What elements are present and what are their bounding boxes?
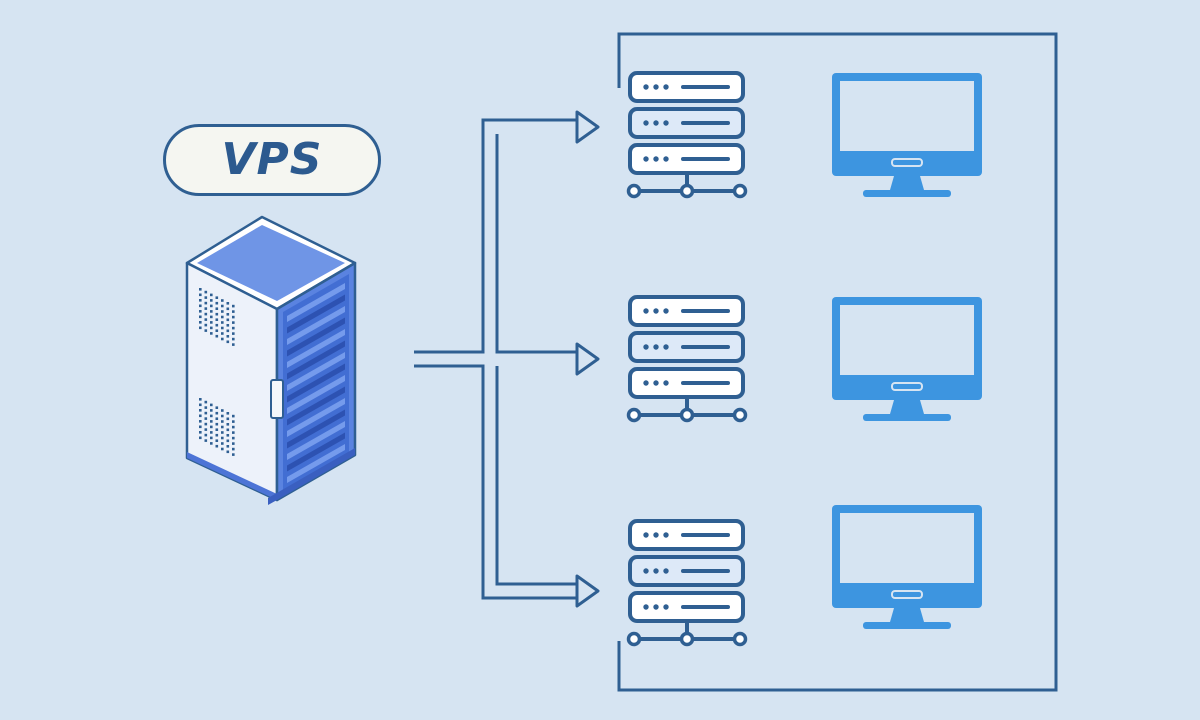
distribution-arrows — [414, 110, 600, 608]
monitor-icon — [832, 505, 982, 629]
server-stack-icon — [626, 295, 748, 423]
vps-rack-icon — [185, 215, 357, 505]
server-stack-icon — [626, 519, 748, 647]
vps-label-badge: VPS — [163, 124, 381, 196]
monitor-icon — [832, 297, 982, 421]
vps-label: VPS — [221, 134, 323, 185]
monitor-icon — [832, 73, 982, 197]
server-stack-icon — [626, 71, 748, 199]
group-border — [617, 32, 1058, 692]
